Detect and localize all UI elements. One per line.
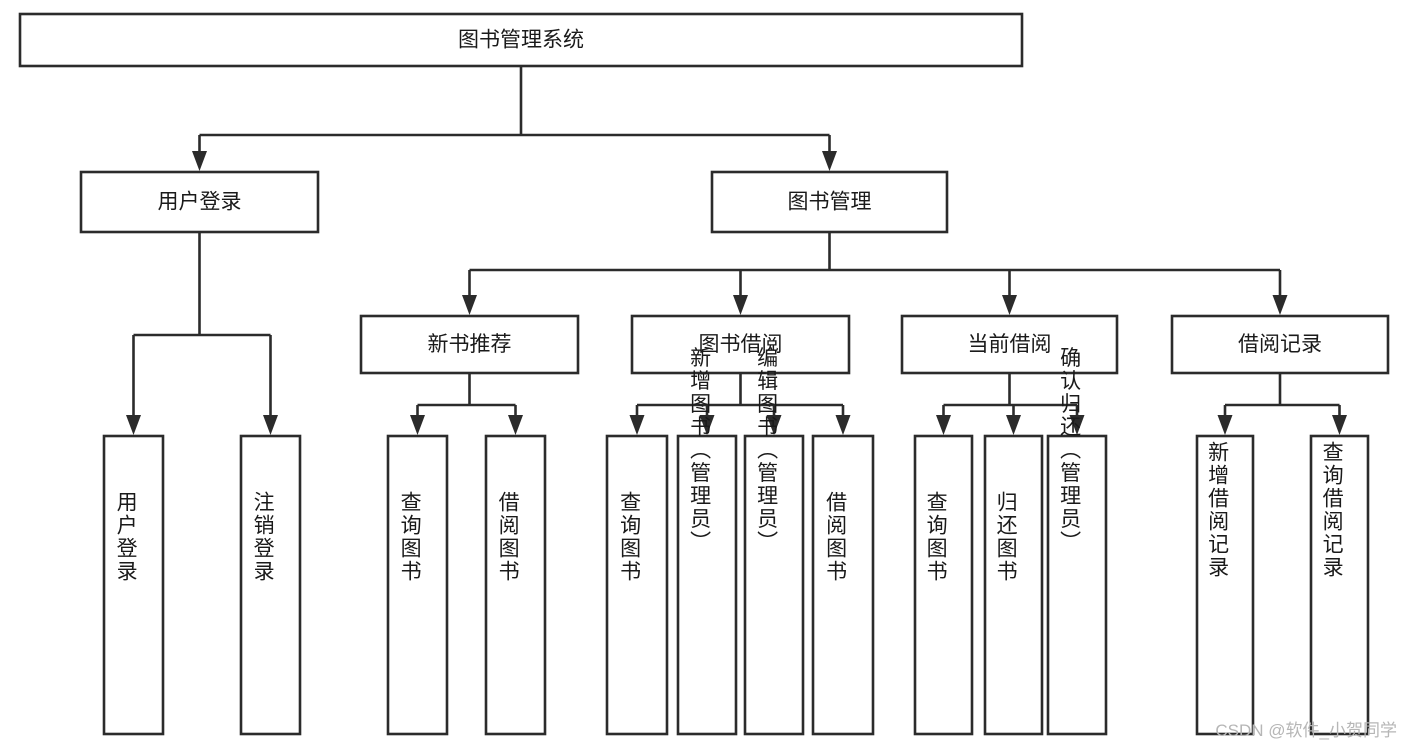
connector-layer bbox=[126, 66, 1347, 435]
node-box-leaf-edit-book[interactable] bbox=[743, 434, 805, 736]
node-leaf-confirm-return[interactable]: 确认归还（管理员） bbox=[1046, 347, 1108, 736]
node-leaf-add-book[interactable]: 新增图书（管理员） bbox=[676, 347, 738, 736]
node-label-root: 图书管理系统 bbox=[458, 29, 584, 52]
node-box-leaf-borrow-book[interactable] bbox=[811, 434, 875, 736]
node-leaf-borrow-book-rec[interactable]: 借阅图书 bbox=[484, 434, 547, 736]
connector-book-borrow bbox=[629, 373, 851, 435]
node-leaf-logout[interactable]: 注销登录 bbox=[239, 434, 302, 736]
node-leaf-add-record[interactable]: 新增借阅记录 bbox=[1195, 434, 1255, 736]
node-label-leaf-query-book-rec: 查询图书 bbox=[398, 491, 422, 583]
node-box-leaf-logout[interactable] bbox=[239, 434, 302, 736]
node-label-leaf-confirm-return: 确认归还（管理员） bbox=[1058, 347, 1082, 554]
node-new-book-rec[interactable]: 新书推荐 bbox=[359, 314, 580, 375]
node-label-leaf-borrow-book: 借阅图书 bbox=[824, 491, 848, 583]
node-box-leaf-add-record[interactable] bbox=[1195, 434, 1255, 736]
connector-borrow-record bbox=[1217, 373, 1347, 435]
node-box-leaf-query-book-borrow[interactable] bbox=[605, 434, 669, 736]
node-label-leaf-return-book: 归还图书 bbox=[994, 491, 1018, 583]
node-label-new-book-rec: 新书推荐 bbox=[428, 333, 512, 356]
node-box-leaf-query-record[interactable] bbox=[1309, 434, 1370, 736]
connector-current-borrow bbox=[936, 373, 1085, 435]
node-label-leaf-borrow-book-rec: 借阅图书 bbox=[496, 491, 520, 583]
node-box-leaf-query-book-rec[interactable] bbox=[386, 434, 449, 736]
node-leaf-edit-book[interactable]: 编辑图书（管理员） bbox=[743, 347, 805, 736]
node-leaf-query-book-borrow[interactable]: 查询图书 bbox=[605, 434, 669, 736]
node-label-leaf-edit-book: 编辑图书（管理员） bbox=[755, 347, 779, 554]
node-label-leaf-query-record: 查询借阅记录 bbox=[1320, 441, 1344, 579]
node-leaf-borrow-book[interactable]: 借阅图书 bbox=[811, 434, 875, 736]
node-box-leaf-user-login[interactable] bbox=[102, 434, 165, 736]
node-book-borrow[interactable]: 图书借阅 bbox=[630, 314, 851, 375]
node-label-book-borrow: 图书借阅 bbox=[699, 333, 783, 356]
node-label-leaf-query-book-cur: 查询图书 bbox=[924, 491, 948, 583]
node-box-leaf-borrow-book-rec[interactable] bbox=[484, 434, 547, 736]
node-label-borrow-record: 借阅记录 bbox=[1238, 333, 1322, 356]
connector-book-manage bbox=[462, 232, 1288, 315]
node-box-book-manage[interactable] bbox=[710, 170, 949, 234]
node-box-current-borrow[interactable] bbox=[900, 314, 1119, 375]
node-leaf-query-book-cur[interactable]: 查询图书 bbox=[913, 434, 974, 736]
node-leaf-query-book-rec[interactable]: 查询图书 bbox=[386, 434, 449, 736]
node-label-leaf-query-book-borrow: 查询图书 bbox=[618, 491, 642, 583]
node-layer: 图书管理系统用户登录图书管理新书推荐图书借阅当前借阅借阅记录用户登录注销登录查询… bbox=[18, 12, 1390, 736]
node-label-leaf-add-record: 新增借阅记录 bbox=[1206, 441, 1230, 579]
node-label-book-manage: 图书管理 bbox=[788, 191, 872, 214]
connector-new-book-rec bbox=[410, 373, 523, 435]
node-box-leaf-confirm-return[interactable] bbox=[1046, 434, 1108, 736]
node-box-borrow-record[interactable] bbox=[1170, 314, 1390, 375]
node-user-login[interactable]: 用户登录 bbox=[79, 170, 320, 234]
node-label-current-borrow: 当前借阅 bbox=[968, 333, 1052, 356]
node-label-user-login: 用户登录 bbox=[158, 191, 242, 214]
node-book-manage[interactable]: 图书管理 bbox=[710, 170, 949, 234]
node-box-leaf-add-book[interactable] bbox=[676, 434, 738, 736]
node-current-borrow[interactable]: 当前借阅 bbox=[900, 314, 1119, 375]
node-borrow-record[interactable]: 借阅记录 bbox=[1170, 314, 1390, 375]
node-box-leaf-query-book-cur[interactable] bbox=[913, 434, 974, 736]
node-box-new-book-rec[interactable] bbox=[359, 314, 580, 375]
node-leaf-query-record[interactable]: 查询借阅记录 bbox=[1309, 434, 1370, 736]
node-box-leaf-return-book[interactable] bbox=[983, 434, 1044, 736]
node-label-leaf-logout: 注销登录 bbox=[251, 491, 275, 583]
node-box-book-borrow[interactable] bbox=[630, 314, 851, 375]
node-label-leaf-add-book: 新增图书（管理员） bbox=[688, 347, 712, 554]
node-box-user-login[interactable] bbox=[79, 170, 320, 234]
node-leaf-user-login[interactable]: 用户登录 bbox=[102, 434, 165, 736]
node-leaf-return-book[interactable]: 归还图书 bbox=[983, 434, 1044, 736]
connector-user-login bbox=[126, 232, 278, 435]
connector-root bbox=[192, 66, 837, 171]
node-label-leaf-user-login: 用户登录 bbox=[114, 491, 138, 583]
node-box-root[interactable] bbox=[18, 12, 1024, 68]
node-root[interactable]: 图书管理系统 bbox=[18, 12, 1024, 68]
